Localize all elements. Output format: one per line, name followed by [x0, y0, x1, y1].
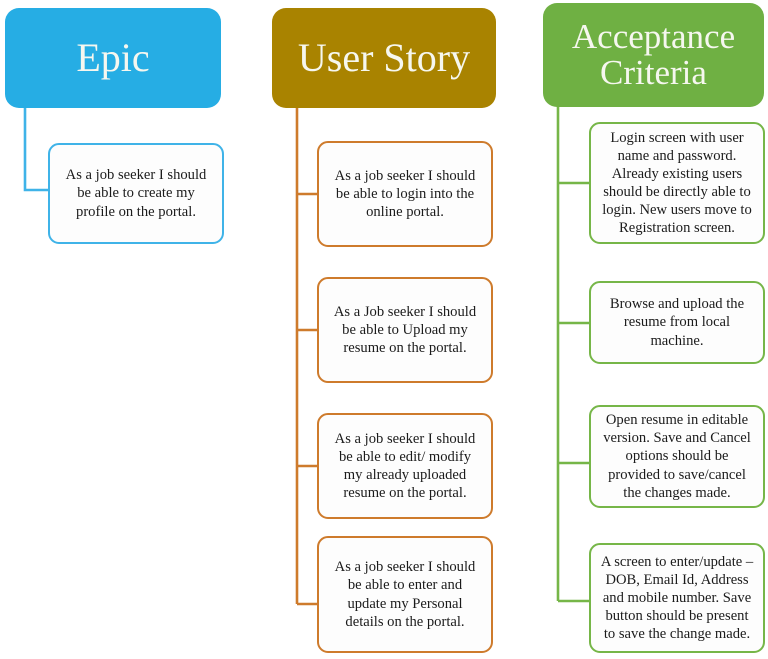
card-user-story-2[interactable]: As a Job seeker I should be able to Uplo… — [317, 277, 493, 383]
card-acceptance-criteria-3[interactable]: Open resume in editable version. Save an… — [589, 405, 765, 508]
card-user-story-3-text: As a job seeker I should be able to edit… — [334, 430, 476, 502]
card-acceptance-criteria-1[interactable]: Login screen with user name and password… — [589, 122, 765, 244]
card-acceptance-criteria-4[interactable]: A screen to enter/update – DOB, Email Id… — [589, 543, 765, 653]
column-header-user-story[interactable]: User Story — [272, 8, 496, 108]
card-user-story-2-text: As a Job seeker I should be able to Uplo… — [333, 303, 477, 357]
column-header-user-story-label: User Story — [297, 34, 471, 80]
card-user-story-1[interactable]: As a job seeker I should be able to logi… — [317, 141, 493, 247]
card-user-story-4[interactable]: As a job seeker I should be able to ente… — [317, 536, 493, 653]
card-acceptance-criteria-3-text: Open resume in editable version. Save an… — [603, 412, 751, 501]
card-user-story-1-text: As a job seeker I should be able to logi… — [334, 167, 476, 221]
card-acceptance-criteria-4-text: A screen to enter/update – DOB, Email Id… — [600, 553, 754, 643]
connector-epic-card-1 — [23, 108, 50, 192]
card-user-story-3[interactable]: As a job seeker I should be able to edit… — [317, 413, 493, 519]
card-acceptance-criteria-2-text: Browse and upload the resume from local … — [609, 296, 745, 349]
card-acceptance-criteria-2[interactable]: Browse and upload the resume from local … — [589, 281, 765, 364]
column-header-epic-label: Epic — [76, 34, 150, 80]
card-acceptance-criteria-1-text: Login screen with user name and password… — [602, 129, 752, 237]
card-epic-1-text: As a job seeker I should be able to crea… — [65, 167, 207, 220]
column-epic: Epic As a job seeker I should be able to… — [0, 0, 265, 659]
card-epic-1[interactable]: As a job seeker I should be able to crea… — [48, 143, 224, 244]
card-user-story-4-text: As a job seeker I should be able to ente… — [334, 559, 476, 630]
column-acceptance-criteria: Acceptance Criteria Login screen with us… — [537, 0, 768, 659]
column-header-acceptance-criteria[interactable]: Acceptance Criteria — [543, 3, 764, 107]
column-header-acceptance-criteria-label: Acceptance Criteria — [571, 17, 736, 92]
column-user-story: User Story As a job seeker I should be a… — [265, 0, 537, 659]
column-header-epic[interactable]: Epic — [5, 8, 221, 108]
